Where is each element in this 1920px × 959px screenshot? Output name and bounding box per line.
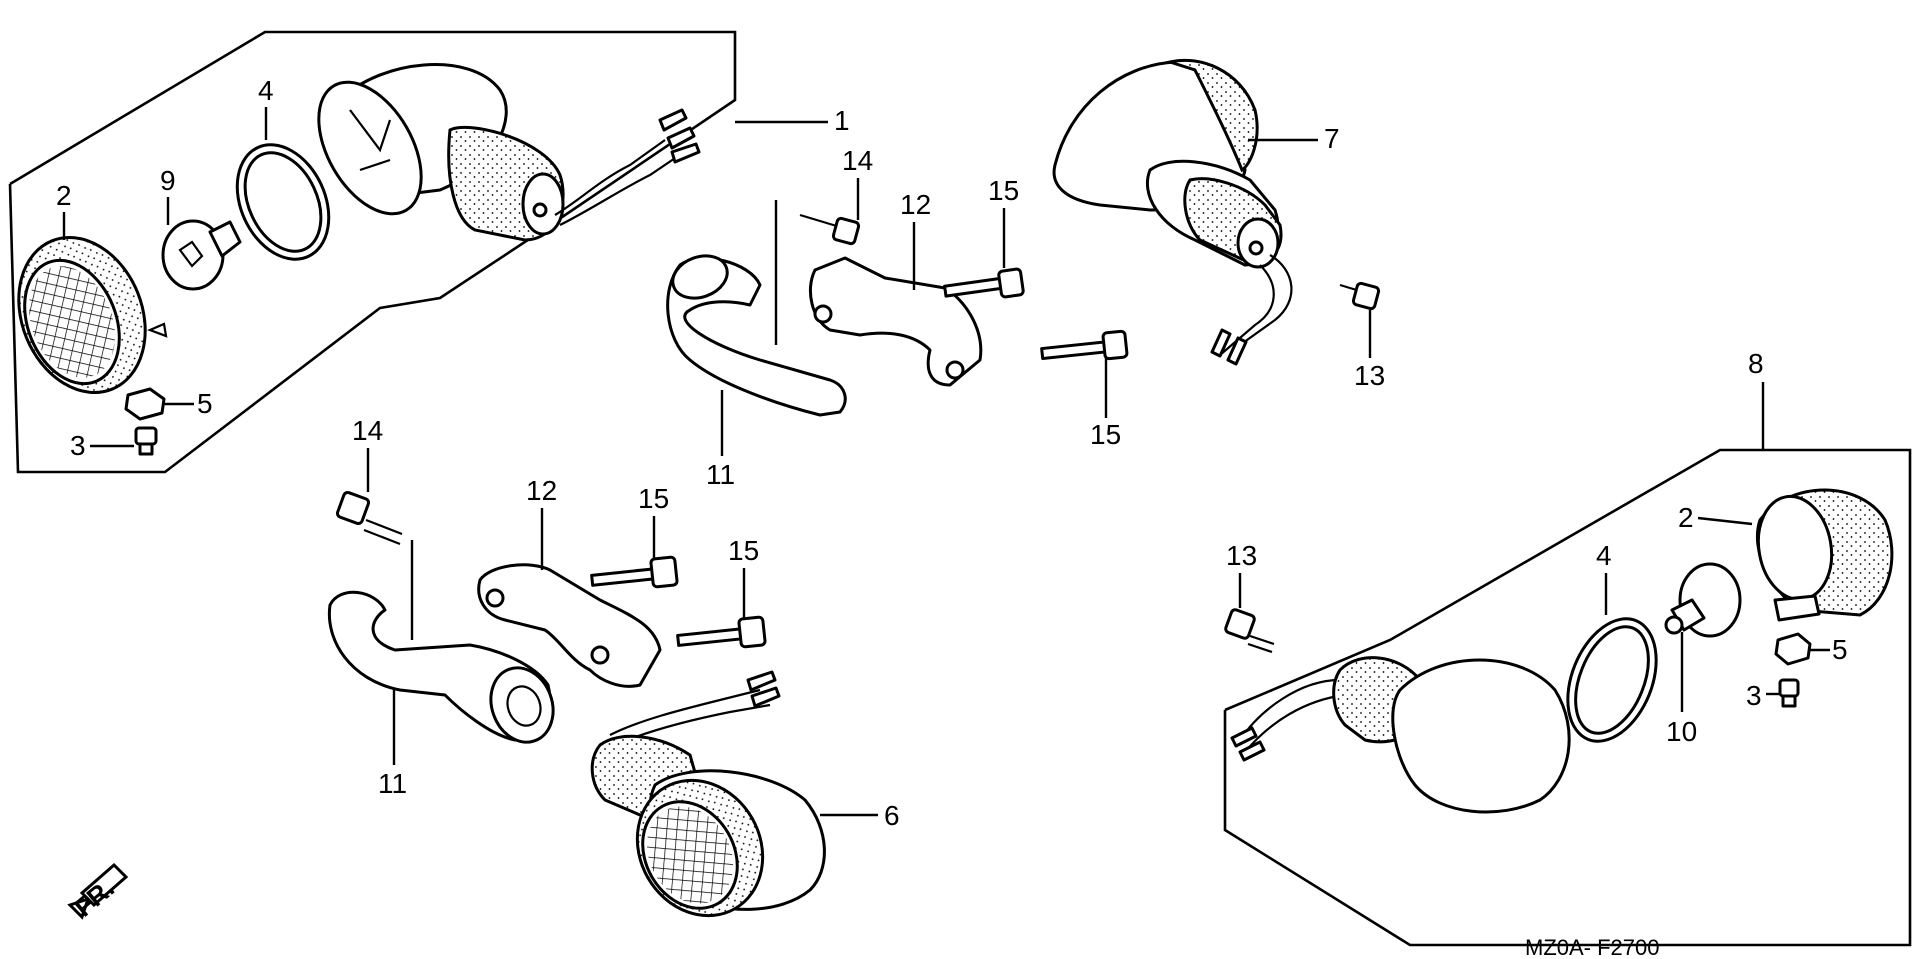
bracket-part-12-lower bbox=[477, 563, 662, 688]
callout-group-part-7: 7 13 bbox=[1248, 123, 1385, 391]
bolt-part-15-upper-b bbox=[1040, 329, 1129, 361]
housing-part-1 bbox=[317, 63, 701, 242]
bulb-part-10 bbox=[1664, 562, 1742, 638]
callout-9: 9 bbox=[160, 165, 176, 196]
callout-13b: 13 bbox=[1226, 540, 1257, 571]
screw-part-3-right bbox=[1778, 678, 1800, 708]
assembly-frame-front-left bbox=[8, 30, 737, 474]
bolt-part-15-lower-a bbox=[590, 555, 679, 589]
diagram-code: MZ0A- F2700 bbox=[1525, 935, 1660, 959]
callout-14b: 14 bbox=[352, 415, 383, 446]
ring-part-4-left bbox=[235, 143, 331, 261]
callout-3b: 3 bbox=[1746, 680, 1762, 711]
stay-part-11-lower bbox=[327, 590, 555, 744]
front-arrow-icon bbox=[67, 862, 129, 920]
callout-5a: 5 bbox=[197, 388, 213, 419]
front-direction-indicator: FR. bbox=[67, 862, 129, 923]
socket-part-5-left bbox=[124, 387, 166, 421]
bolt-part-14-lower bbox=[335, 490, 403, 546]
callout-11b: 11 bbox=[378, 768, 407, 799]
lens-part-2-left bbox=[17, 235, 168, 395]
callout-11a: 11 bbox=[706, 459, 735, 490]
bulb-part-9 bbox=[161, 219, 242, 291]
callout-15d: 15 bbox=[728, 535, 759, 566]
callout-15b: 15 bbox=[1090, 419, 1121, 450]
callout-4b: 4 bbox=[1596, 540, 1612, 571]
bolt-part-15-lower-b bbox=[676, 615, 767, 649]
callout-group-front-left: 2 9 4 1 5 3 bbox=[56, 75, 850, 461]
callout-group-upper-stay: 14 12 15 15 11 bbox=[706, 145, 1121, 490]
callout-12b: 12 bbox=[526, 475, 557, 506]
callout-group-lower-stay: 14 12 15 15 11 6 bbox=[352, 415, 900, 831]
turn-signal-part-6 bbox=[590, 670, 826, 918]
callout-1: 1 bbox=[834, 105, 850, 136]
callout-2b: 2 bbox=[1678, 502, 1694, 533]
callout-group-rear-right: 8 2 4 13 5 3 10 bbox=[1226, 348, 1848, 747]
callout-6: 6 bbox=[884, 800, 900, 831]
callout-5b: 5 bbox=[1832, 634, 1848, 665]
callout-15a: 15 bbox=[988, 175, 1019, 206]
callout-7: 7 bbox=[1324, 123, 1340, 154]
callout-4a: 4 bbox=[258, 75, 274, 106]
bolt-part-14-upper bbox=[799, 213, 861, 246]
callout-10: 10 bbox=[1666, 716, 1697, 747]
callout-3a: 3 bbox=[70, 430, 86, 461]
screw-part-3-left bbox=[134, 426, 158, 456]
lens-part-2-right bbox=[1755, 488, 1894, 622]
turn-signal-housing-part-8 bbox=[1230, 656, 1571, 814]
bracket-part-12-upper bbox=[808, 256, 983, 387]
stay-part-11-upper bbox=[666, 254, 847, 417]
callout-8: 8 bbox=[1748, 348, 1764, 379]
callout-12a: 12 bbox=[900, 189, 931, 220]
assembly-frame-rear-right bbox=[1223, 448, 1912, 947]
bolt-part-13-lower bbox=[1224, 608, 1275, 654]
bolt-part-15-upper-a bbox=[943, 267, 1025, 299]
ring-part-4-right bbox=[1566, 617, 1658, 743]
callout-15c: 15 bbox=[638, 483, 669, 514]
turn-signal-part-7 bbox=[1052, 58, 1293, 366]
callout-13a: 13 bbox=[1354, 360, 1385, 391]
callout-2a: 2 bbox=[56, 180, 72, 211]
callout-14a: 14 bbox=[842, 145, 873, 176]
socket-part-5-right bbox=[1774, 632, 1812, 666]
bolt-part-13-upper bbox=[1339, 281, 1381, 311]
